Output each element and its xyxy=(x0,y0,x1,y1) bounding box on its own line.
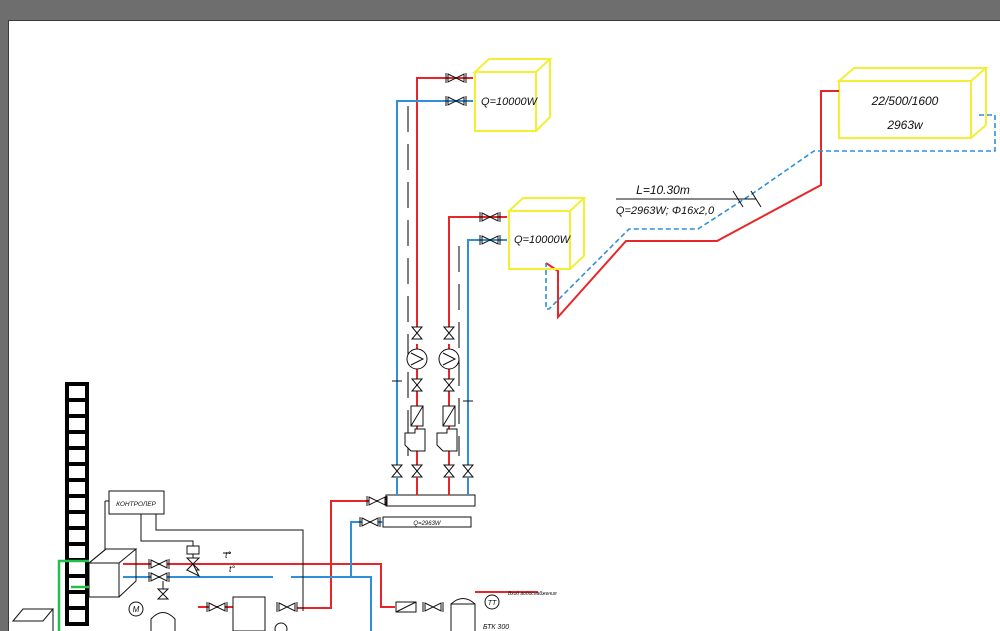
temperature-sensors: t° t° xyxy=(223,550,236,574)
unit-top[interactable]: Q=10000W xyxy=(472,58,553,132)
drawing-sheet: 22/500/1600 2963w L=10.30m Q=2963W; Φ16x… xyxy=(8,20,1000,631)
flue-pipe xyxy=(57,559,89,631)
supply-manifold[interactable] xyxy=(385,477,476,507)
return-pipe-right-run[interactable] xyxy=(545,114,996,310)
unit-middle[interactable]: Q=10000W xyxy=(506,197,587,270)
pipe-spec: Q=2963W; Φ16x2,0 xyxy=(616,205,715,217)
return-valves-risers[interactable] xyxy=(390,380,475,478)
manifold-label: Q=2963W xyxy=(413,521,442,527)
riser-supply-middle[interactable] xyxy=(448,216,507,469)
main-supply-line[interactable] xyxy=(123,500,538,609)
sensor-label-2: t° xyxy=(229,564,236,574)
hot-water-tank[interactable] xyxy=(450,594,500,631)
zone-boundary xyxy=(407,106,460,456)
expansion-tank[interactable] xyxy=(150,581,176,631)
unit-right-line2: 2963w xyxy=(886,118,924,132)
tank-label: БТК 300 xyxy=(483,624,509,631)
aux-unit-left[interactable] xyxy=(11,608,55,631)
controller-box[interactable]: КОНТРОЛЕР xyxy=(108,490,165,515)
unit-middle-label: Q=10000W xyxy=(514,234,572,246)
water-inlet-label: Вход водоснабжения xyxy=(508,591,557,597)
return-manifold[interactable]: Q=2963W xyxy=(382,516,472,528)
sensor-label-1: t° xyxy=(225,550,232,560)
balancing-valves-units[interactable] xyxy=(445,73,501,245)
pump-group-middle[interactable] xyxy=(436,326,460,478)
unit-right[interactable]: 22/500/1600 2963w xyxy=(836,67,989,139)
three-way-valve[interactable] xyxy=(185,545,201,578)
controller-label: КОНТРОЛЕР xyxy=(116,501,156,508)
unit-top-label: Q=10000W xyxy=(481,96,539,108)
heating-schematic: 22/500/1600 2963w L=10.30m Q=2963W; Φ16x… xyxy=(11,58,996,631)
pump-group-top[interactable] xyxy=(404,326,428,478)
chimney-wall xyxy=(65,382,89,626)
gauge-label: TT xyxy=(488,600,497,607)
control-wiring xyxy=(104,500,304,611)
supply-pipe-right-run[interactable] xyxy=(545,90,839,320)
motor-label: M xyxy=(133,605,140,614)
pipe-run-label: L=10.30m Q=2963W; Φ16x2,0 xyxy=(616,183,762,217)
boiler-room-valves[interactable] xyxy=(148,496,444,613)
motor-symbol[interactable]: M xyxy=(128,601,144,617)
circulation-box[interactable] xyxy=(232,596,288,631)
unit-right-line1: 22/500/1600 xyxy=(871,94,939,108)
pipe-length: L=10.30m xyxy=(636,183,690,197)
riser-return-middle[interactable] xyxy=(467,239,507,469)
boiler-unit[interactable] xyxy=(87,548,138,598)
